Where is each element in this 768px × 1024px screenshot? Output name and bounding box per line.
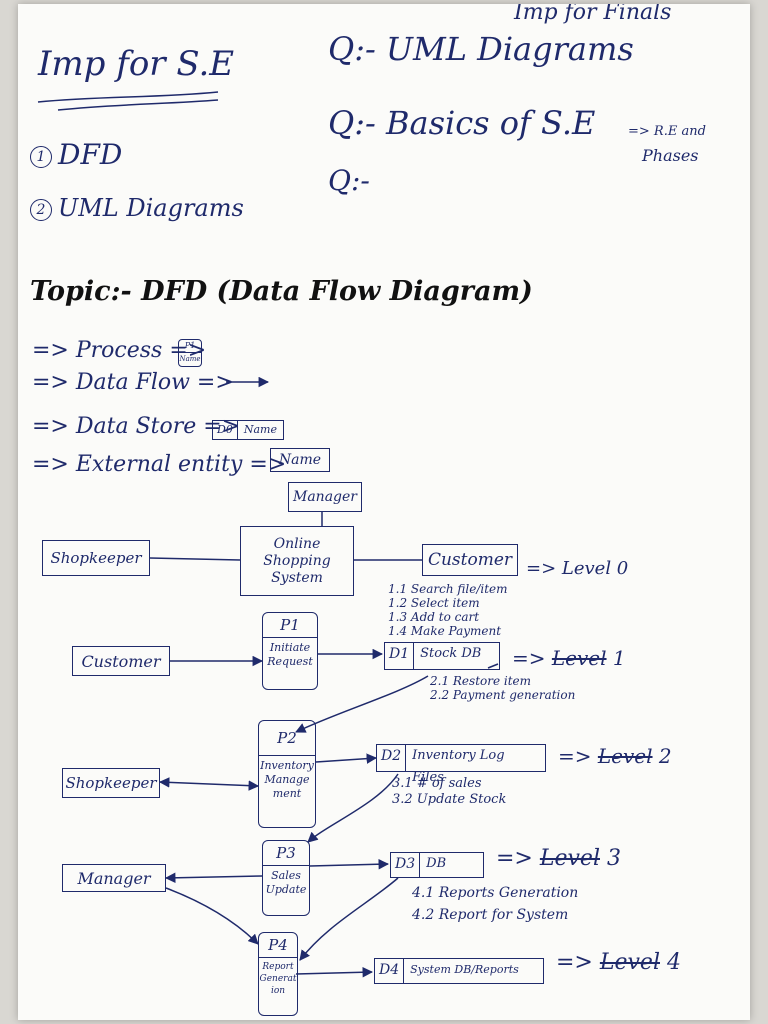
- store-d2-level-struck: Level: [597, 744, 653, 768]
- legend-data-store-label: => Data Store =>: [32, 414, 241, 439]
- process-p2: P2 Inventory Manage ment: [258, 720, 316, 828]
- note-4-2: 4.2 Report for System: [412, 907, 569, 923]
- entity-manager: Manager: [62, 864, 166, 892]
- store-d1-level-num: 1: [612, 646, 626, 670]
- legend-data-flow: => Data Flow =>: [32, 370, 234, 395]
- store-d4-level-struck: Level: [599, 950, 660, 975]
- question-1: Q:- UML Diagrams: [328, 30, 634, 68]
- legend-data-store: => Data Store =>: [32, 414, 240, 439]
- question-2-note-2: Phases: [642, 146, 699, 165]
- imp-list-item-2: 2 UML Diagrams: [30, 194, 244, 222]
- legend-external-entity-symbol: Name: [270, 448, 330, 472]
- store-d2-level: => Level 2: [558, 744, 672, 768]
- note-3-1: 3.1 # of sales: [392, 776, 482, 791]
- store-d4-arrow: =>: [556, 950, 593, 975]
- store-d1-level-struck: Level: [551, 646, 607, 670]
- process-p3-id: P3: [263, 841, 309, 866]
- store-d1-arrow: =>: [512, 646, 546, 670]
- topic-heading: Topic:- DFD (Data Flow Diagram): [30, 276, 533, 307]
- level0-shopkeeper: Shopkeeper: [42, 540, 150, 576]
- legend-data-store-id: D0: [213, 421, 238, 439]
- store-d4-level-num: 4: [667, 950, 681, 975]
- process-p2-id: P2: [259, 721, 315, 756]
- store-d4: D4 System DB/Reports: [374, 958, 544, 984]
- store-d4-name: System DB/Reports: [410, 963, 519, 976]
- store-d3-level: => Level 3: [496, 846, 621, 871]
- process-p4: P4 Report Generat ion: [258, 932, 298, 1016]
- level0-system: Online Shopping System: [240, 526, 354, 596]
- imp-title: Imp for S.E: [38, 44, 235, 84]
- notes-group-3: 3.1 # of sales 3.2 Update Stock: [392, 776, 506, 808]
- process-p1: P1 Initiate Request: [262, 612, 318, 690]
- legend-process-symbol: P1 Name: [178, 339, 202, 367]
- finals-note: Imp for Finals: [514, 4, 672, 25]
- note-2-1: 2.1 Restore item: [430, 674, 532, 688]
- note-1-3: 1.3 Add to cart: [388, 610, 480, 624]
- notes-group-4: 4.1 Reports Generation 4.2 Report for Sy…: [412, 882, 578, 926]
- store-d2: D2 Inventory Log Files: [376, 744, 546, 785]
- list-label-1: DFD: [58, 138, 123, 171]
- process-p3: P3 Sales Update: [262, 840, 310, 916]
- level0-label: => Level 0: [526, 558, 629, 579]
- level0-customer: Customer: [422, 544, 518, 576]
- notes-group-1: 1.1 Search file/item 1.2 Select item 1.3…: [388, 582, 508, 638]
- question-2-note-1: => R.E and: [628, 124, 706, 139]
- legend-data-store-symbol: D0 Name: [212, 420, 284, 440]
- store-d3-level-num: 3: [607, 846, 621, 871]
- note-1-1: 1.1 Search file/item: [388, 582, 508, 596]
- legend-data-flow-label: => Data Flow =>: [32, 370, 234, 395]
- question-1-marker: Q:-: [328, 30, 376, 68]
- entity-customer: Customer: [72, 646, 170, 676]
- process-p2-name: Inventory Manage ment: [260, 759, 314, 800]
- legend-external-entity-label: => External entity =>: [32, 452, 287, 477]
- list-number-2: 2: [30, 198, 52, 221]
- diagram-connectors: [37, 91, 499, 978]
- entity-shopkeeper: Shopkeeper: [62, 768, 160, 798]
- list-label-2: UML Diagrams: [58, 194, 244, 222]
- question-1-text: UML Diagrams: [386, 30, 634, 68]
- store-d4-id: D4: [375, 959, 405, 983]
- process-p1-id: P1: [263, 613, 317, 638]
- arrow-right-icon: [226, 376, 270, 388]
- store-d2-id: D2: [377, 745, 407, 771]
- store-d2-name: Inventory Log Files: [412, 748, 505, 785]
- notes-group-2: 2.1 Restore item 2.2 Payment generation: [430, 674, 575, 702]
- store-d3-level-struck: Level: [539, 846, 600, 871]
- imp-list-item-1: 1 DFD: [30, 138, 122, 171]
- process-p3-name: Sales Update: [265, 869, 307, 896]
- legend-process: => Process =>: [32, 338, 206, 363]
- legend-data-store-name: Name: [243, 423, 277, 436]
- store-d3-name: DB: [426, 856, 447, 871]
- store-d1-level: => Level 1: [512, 646, 626, 670]
- store-d1-id: D1: [385, 643, 415, 669]
- store-d3-arrow: =>: [496, 846, 533, 871]
- question-2-text: Basics of S.E: [386, 104, 596, 142]
- note-4-1: 4.1 Reports Generation: [412, 885, 579, 901]
- process-p4-name: Report Generat ion: [259, 962, 297, 996]
- store-d4-level: => Level 4: [556, 950, 681, 975]
- question-2-marker: Q:-: [328, 104, 376, 142]
- store-d3-id: D3: [391, 853, 421, 877]
- level0-manager: Manager: [288, 482, 362, 512]
- note-1-2: 1.2 Select item: [388, 596, 480, 610]
- store-d2-level-num: 2: [658, 744, 672, 768]
- legend-process-name: Name: [179, 355, 201, 363]
- question-3-marker: Q:-: [328, 164, 370, 197]
- legend-external-entity: => External entity =>: [32, 452, 286, 477]
- store-d1: D1 Stock DB: [384, 642, 500, 670]
- store-d1-name: Stock DB: [420, 646, 482, 661]
- list-number-1: 1: [30, 145, 52, 168]
- process-p1-name: Initiate Request: [267, 641, 313, 668]
- store-d2-arrow: =>: [558, 744, 592, 768]
- note-2-2: 2.2 Payment generation: [430, 688, 576, 702]
- note-3-2: 3.2 Update Stock: [392, 792, 507, 807]
- legend-process-id: P1: [179, 340, 201, 353]
- note-1-4: 1.4 Make Payment: [388, 624, 502, 638]
- process-p4-id: P4: [259, 933, 297, 958]
- notebook-page: Imp for S.E 1 DFD 2 UML Diagrams Imp for F…: [18, 4, 750, 1020]
- store-d3: D3 DB: [390, 852, 484, 878]
- legend-process-label: => Process =>: [32, 338, 207, 363]
- question-2: Q:- Basics of S.E: [328, 104, 595, 142]
